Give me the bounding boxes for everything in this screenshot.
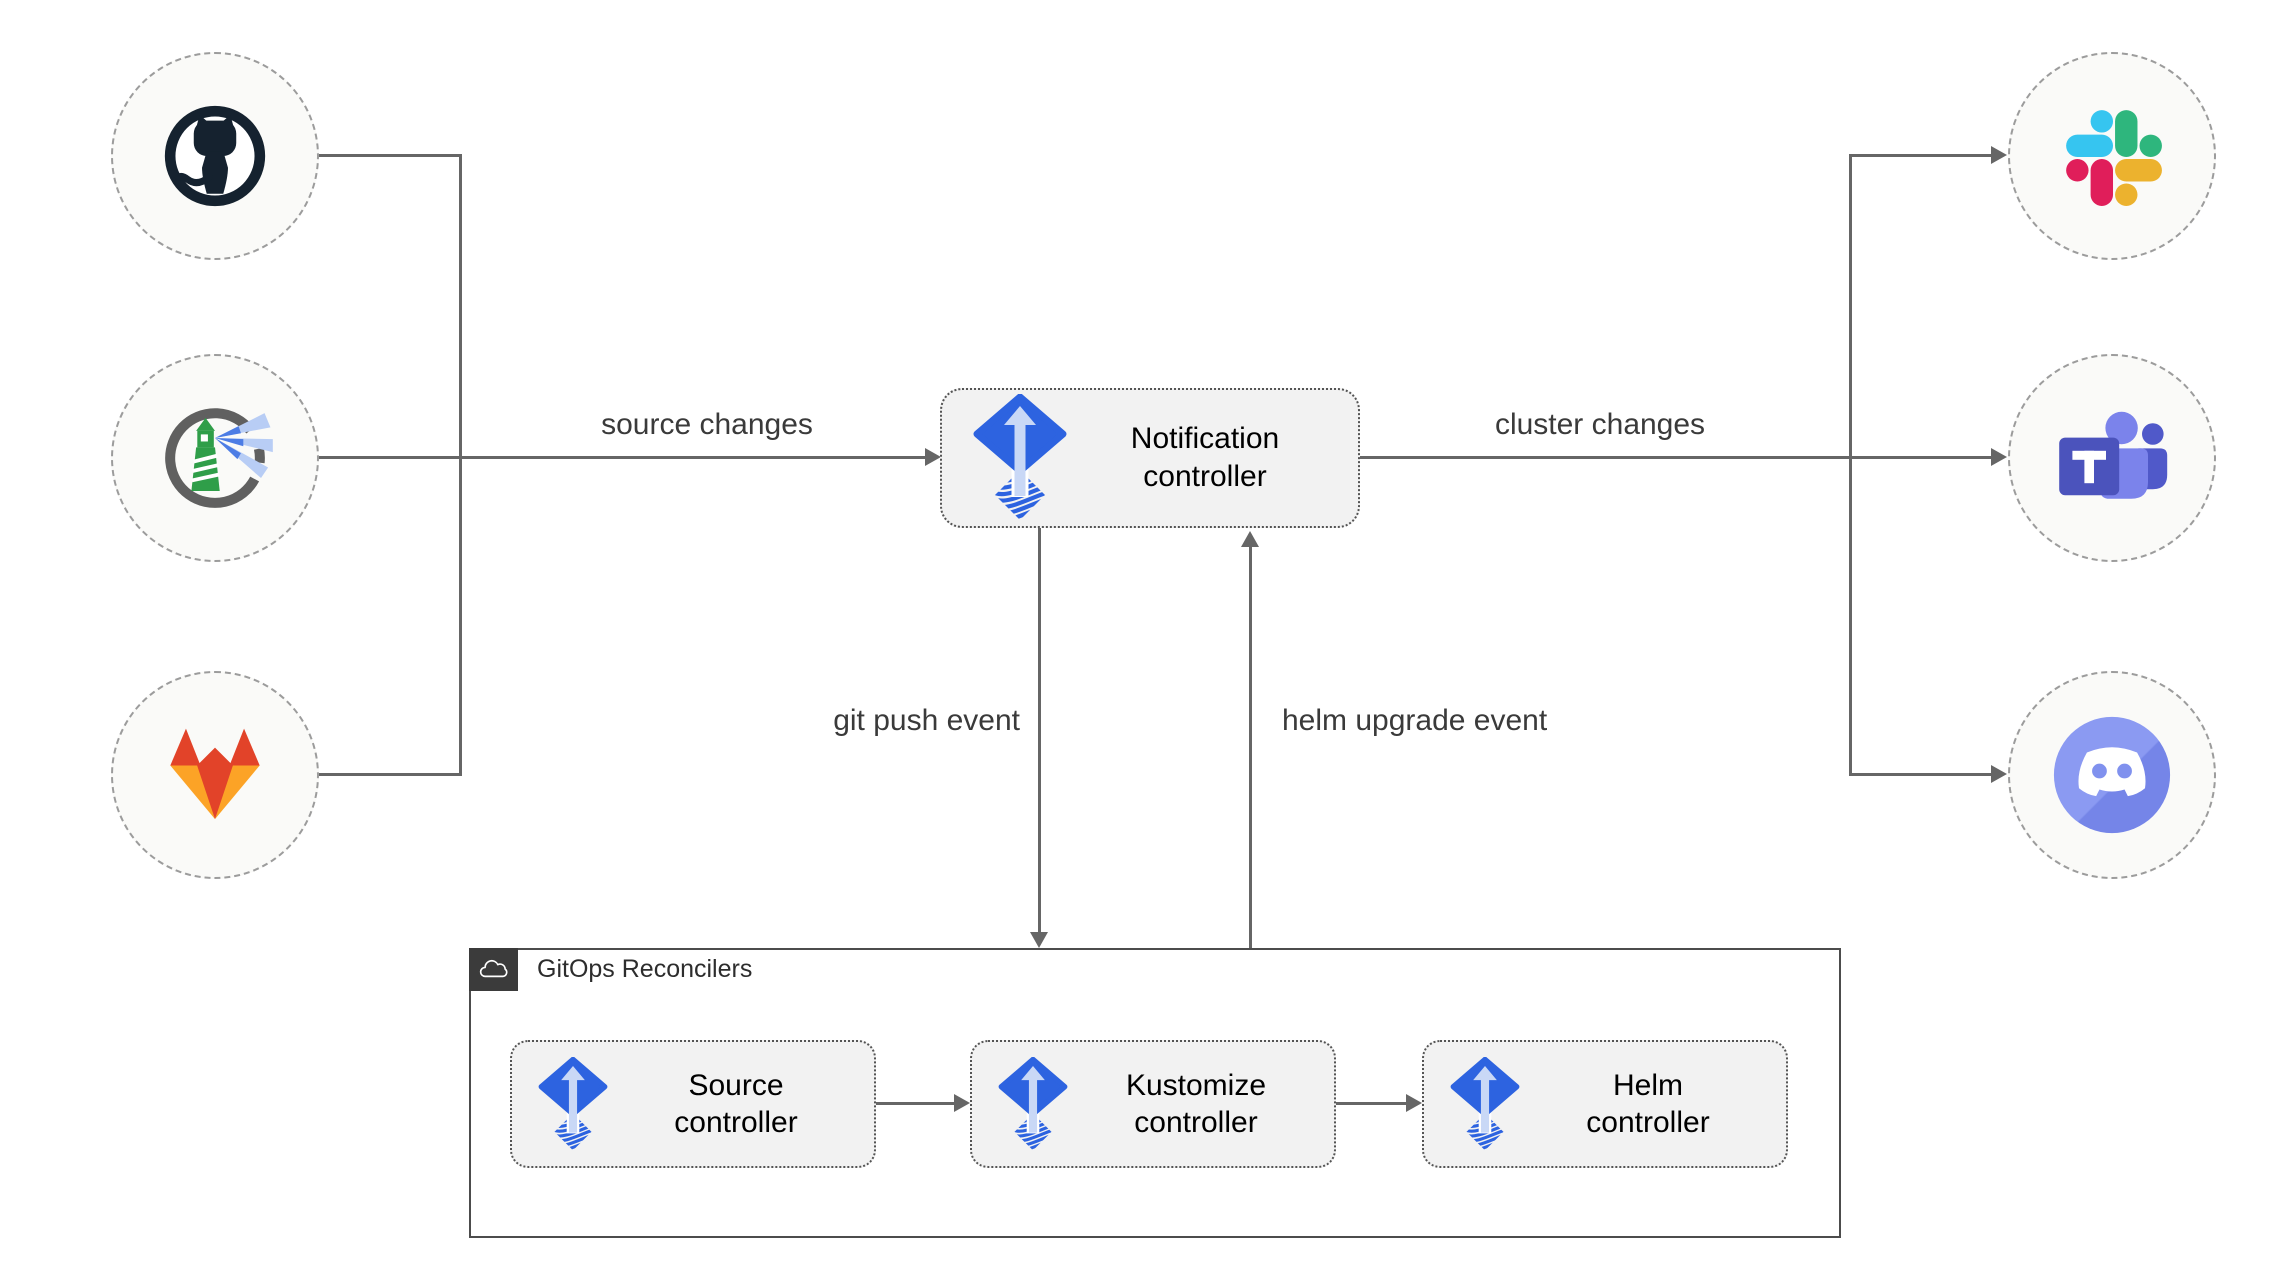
edge-label-source-changes: source changes [601, 408, 813, 441]
connector-to-discord [1850, 773, 1993, 776]
node-slack [2008, 52, 2216, 260]
node-discord [2008, 671, 2216, 879]
edge-label-cluster-changes: cluster changes [1494, 408, 1706, 441]
gitlab-icon [159, 723, 271, 828]
node-github [111, 52, 319, 260]
connector-right-vertical [1849, 154, 1852, 776]
connector-helm-upgrade [1249, 546, 1252, 948]
edge-label-helm-upgrade-event: helm upgrade event [1282, 704, 1548, 737]
slack-icon [2059, 103, 2165, 209]
flux-icon [1448, 1057, 1522, 1152]
arrowhead-into-reconcilers [1030, 932, 1048, 948]
flux-icon [996, 1057, 1070, 1152]
arrowhead-into-discord [1991, 765, 2007, 783]
arrowhead-into-kustomize [954, 1094, 970, 1112]
arrowhead-into-helm [1406, 1094, 1422, 1112]
notification-controller-label: Notification controller [1070, 420, 1340, 496]
node-ms-teams [2008, 354, 2216, 562]
edge-label-git-push-event: git push event [833, 704, 1020, 737]
connector-source-changes [319, 456, 926, 459]
node-harbor [111, 354, 319, 562]
kustomize-label-line2: controller [1134, 1106, 1258, 1139]
arrowhead-into-notification [925, 448, 941, 466]
source-controller-label: Source controller [610, 1067, 862, 1141]
node-source-controller: Source controller [510, 1040, 876, 1168]
node-helm-controller: Helm controller [1422, 1040, 1788, 1168]
connector-to-slack [1850, 154, 1993, 157]
connector-cluster-changes [1360, 456, 1852, 459]
gitops-reconcilers-badge [469, 948, 518, 991]
notification-label-line2: controller [1143, 460, 1267, 493]
connector-to-teams [1850, 456, 1993, 459]
flux-icon [970, 394, 1070, 522]
notification-label-line1: Notification [1130, 422, 1280, 455]
arrowhead-into-notification-bottom [1241, 531, 1259, 547]
source-label-line1: Source [688, 1069, 784, 1102]
node-kustomize-controller: Kustomize controller [970, 1040, 1336, 1168]
connector-kustomize-to-helm [1336, 1102, 1406, 1105]
helm-label-line1: Helm [1612, 1069, 1683, 1102]
connector-source-to-kustomize [876, 1102, 956, 1105]
ms-teams-icon [2052, 398, 2172, 518]
arrowhead-into-slack [1991, 146, 2007, 164]
arrowhead-into-teams [1991, 448, 2007, 466]
connector-gitlab-stub [319, 773, 462, 776]
kustomize-label-line1: Kustomize [1125, 1069, 1267, 1102]
helm-controller-label: Helm controller [1522, 1067, 1774, 1141]
kustomize-controller-label: Kustomize controller [1070, 1067, 1322, 1141]
source-label-line2: controller [674, 1106, 798, 1139]
cloud-icon [478, 956, 510, 984]
flux-icon [536, 1057, 610, 1152]
harbor-icon [156, 399, 274, 517]
connector-left-vertical [459, 154, 462, 776]
discord-icon [2046, 709, 2178, 841]
helm-label-line2: controller [1586, 1106, 1710, 1139]
node-gitlab [111, 671, 319, 879]
node-notification-controller: Notification controller [940, 388, 1360, 528]
github-icon [156, 97, 274, 215]
gitops-reconcilers-title: GitOps Reconcilers [537, 955, 753, 983]
connector-github-stub [319, 154, 462, 157]
connector-git-push [1038, 528, 1041, 932]
